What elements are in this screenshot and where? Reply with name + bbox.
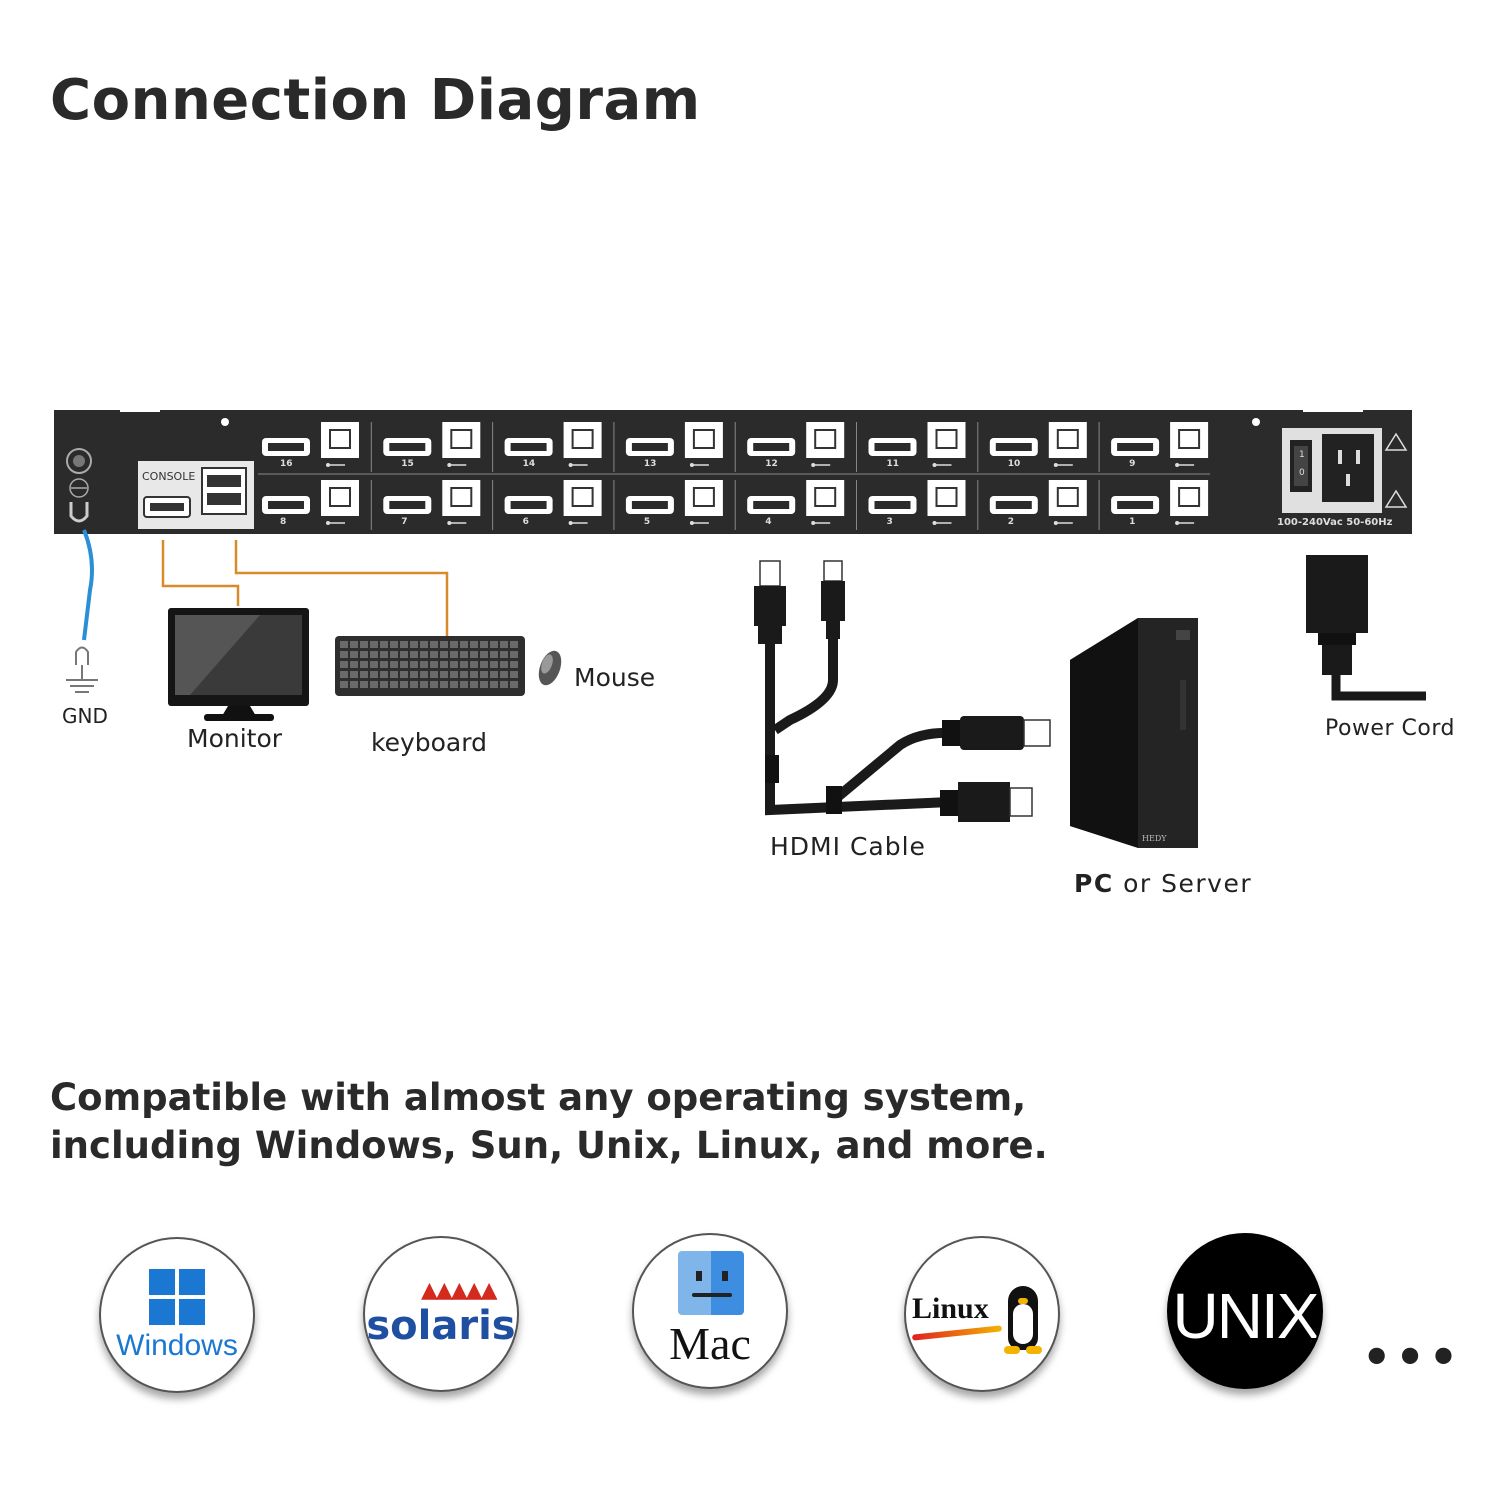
- port-number-15: 15: [401, 459, 414, 469]
- tux-penguin-icon: [1000, 1286, 1046, 1356]
- port-number-7: 7: [401, 517, 408, 527]
- port-number-2: 2: [1007, 517, 1015, 527]
- port-pair-8: [262, 480, 359, 525]
- more-os-ellipsis: •••: [1362, 1330, 1463, 1384]
- power-cord-illustration: [1306, 555, 1426, 701]
- port-pair-2: [989, 480, 1087, 525]
- hdmi-cable-label: HDMI Cable: [770, 832, 926, 861]
- port-pair-10: [989, 422, 1087, 467]
- port-pair-9: [1111, 422, 1209, 467]
- solaris-logo: ▲▲▲▲▲ solaris: [363, 1236, 519, 1392]
- sun-rays-icon: ▲▲▲▲▲: [421, 1278, 498, 1303]
- port-pair-12: [747, 422, 845, 467]
- console-port-group: [138, 461, 254, 529]
- ground-symbol: [66, 646, 98, 693]
- pc-server-label: PC or Server: [1074, 869, 1252, 898]
- monitor-illustration: [168, 608, 309, 721]
- port-pair-5: [625, 480, 723, 525]
- windows-text: Windows: [116, 1329, 238, 1362]
- pc-tower-illustration: [1070, 618, 1198, 848]
- monitor-label: Monitor: [187, 724, 283, 753]
- port-pair-11: [868, 422, 966, 467]
- port-number-16: 16: [280, 459, 293, 469]
- port-number-3: 3: [886, 517, 893, 527]
- port-pair-16: [262, 422, 359, 467]
- linux-swoosh: [911, 1325, 1003, 1341]
- windows-icon: [149, 1269, 205, 1325]
- power-cord-label: Power Cord: [1325, 716, 1455, 741]
- ground-terminal: [66, 448, 92, 523]
- port-number-6: 6: [522, 517, 529, 527]
- port-pair-13: [625, 422, 723, 467]
- port-number-11: 11: [886, 459, 900, 469]
- gnd-label: GND: [62, 704, 108, 728]
- unix-text: UNIX: [1172, 1280, 1320, 1352]
- windows-logo: Windows: [99, 1237, 255, 1393]
- power-inlet: [1282, 428, 1408, 513]
- kvm-cable-illustration: [754, 560, 1051, 822]
- port-number-9: 9: [1129, 459, 1136, 469]
- port-number-12: 12: [765, 459, 778, 469]
- monitor-wire: [161, 540, 240, 606]
- compatibility-statement: Compatible with almost any operating sys…: [50, 1074, 1048, 1170]
- port-number-10: 10: [1007, 459, 1021, 469]
- power-switch-on: 1: [1299, 450, 1305, 460]
- console-label: CONSOLE: [142, 470, 196, 483]
- port-pair-3: [868, 480, 966, 525]
- mouse-illustration: [538, 650, 562, 686]
- pc-label: PC: [1074, 869, 1114, 898]
- linux-text: Linux: [912, 1292, 989, 1325]
- linux-logo: Linux: [904, 1236, 1060, 1392]
- compatibility-line-2: including Windows, Sun, Unix, Linux, and…: [50, 1124, 1048, 1167]
- port-number-13: 13: [643, 459, 657, 469]
- pc-brand-label: HEDY: [1142, 834, 1167, 843]
- ground-wire: [82, 529, 94, 641]
- keyboard-wire: [234, 540, 449, 636]
- keyboard-label: keyboard: [371, 728, 487, 757]
- server-label: or Server: [1123, 869, 1253, 898]
- mac-finder-icon: [678, 1251, 744, 1315]
- diagram-title: Connection Diagram: [50, 68, 701, 133]
- mouse-label: Mouse: [574, 663, 656, 692]
- port-pair-14: [504, 422, 602, 467]
- port-pair-7: [383, 480, 481, 525]
- computer-port-grid: [258, 422, 1210, 530]
- port-pair-1: [1111, 480, 1209, 525]
- power-switch-off: 0: [1299, 468, 1305, 478]
- mac-logo: Mac: [632, 1233, 788, 1389]
- port-pair-4: [747, 480, 845, 525]
- port-number-14: 14: [522, 459, 536, 469]
- port-number-1: 1: [1129, 517, 1136, 527]
- solaris-text: solaris: [366, 1303, 516, 1349]
- power-rating-label: 100-240Vac 50-60Hz: [1277, 517, 1393, 528]
- kvm-rear-panel: [54, 404, 1412, 534]
- port-pair-6: [504, 480, 602, 525]
- port-number-5: 5: [643, 517, 651, 527]
- keyboard-illustration: [335, 636, 525, 696]
- port-pair-15: [383, 422, 481, 467]
- port-number-4: 4: [765, 517, 772, 527]
- port-number-8: 8: [280, 517, 287, 527]
- mac-text: Mac: [669, 1318, 751, 1369]
- compatibility-line-1: Compatible with almost any operating sys…: [50, 1076, 1027, 1119]
- unix-logo: UNIX: [1167, 1233, 1323, 1389]
